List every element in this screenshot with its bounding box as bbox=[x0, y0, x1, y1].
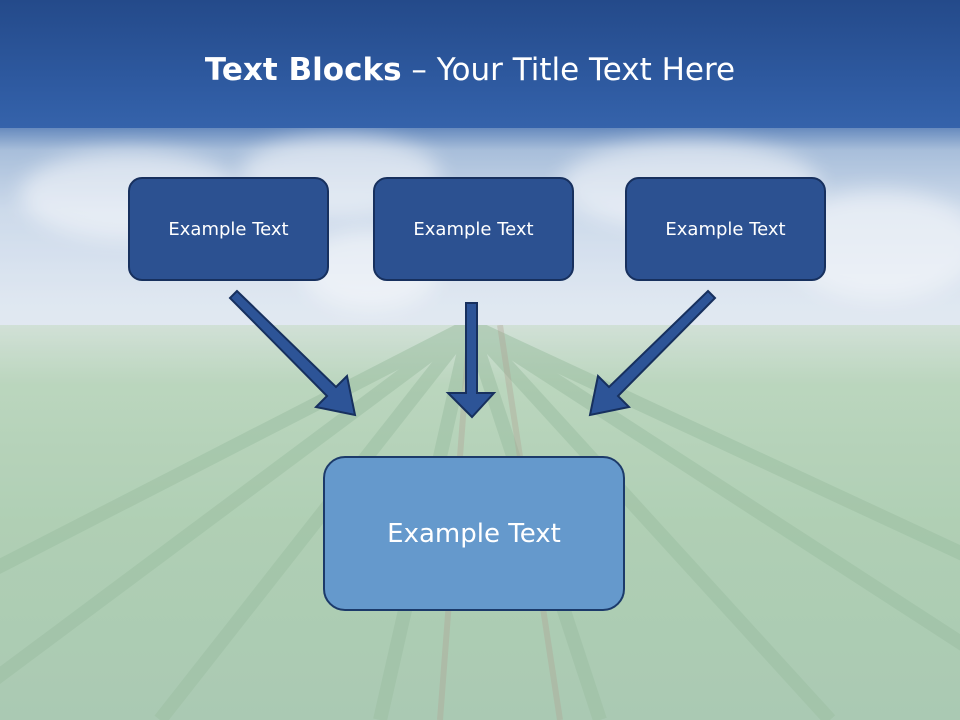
title-dash: – bbox=[401, 52, 437, 88]
text-block-top-center[interactable]: Example Text bbox=[373, 177, 574, 281]
text-block-label: Example Text bbox=[168, 218, 289, 240]
header-band bbox=[0, 0, 960, 128]
title-bold-part: Text Blocks bbox=[204, 52, 402, 88]
text-block-label: Example Text bbox=[387, 518, 561, 549]
text-block-top-left[interactable]: Example Text bbox=[128, 177, 329, 281]
slide-title: Text Blocks – Your Title Text Here bbox=[0, 52, 950, 88]
text-block-top-right[interactable]: Example Text bbox=[625, 177, 826, 281]
crop-rows bbox=[0, 325, 960, 720]
text-block-bottom[interactable]: Example Text bbox=[323, 456, 625, 611]
title-rest: Your Title Text Here bbox=[436, 52, 736, 88]
text-block-label: Example Text bbox=[665, 218, 786, 240]
text-block-label: Example Text bbox=[413, 218, 534, 240]
